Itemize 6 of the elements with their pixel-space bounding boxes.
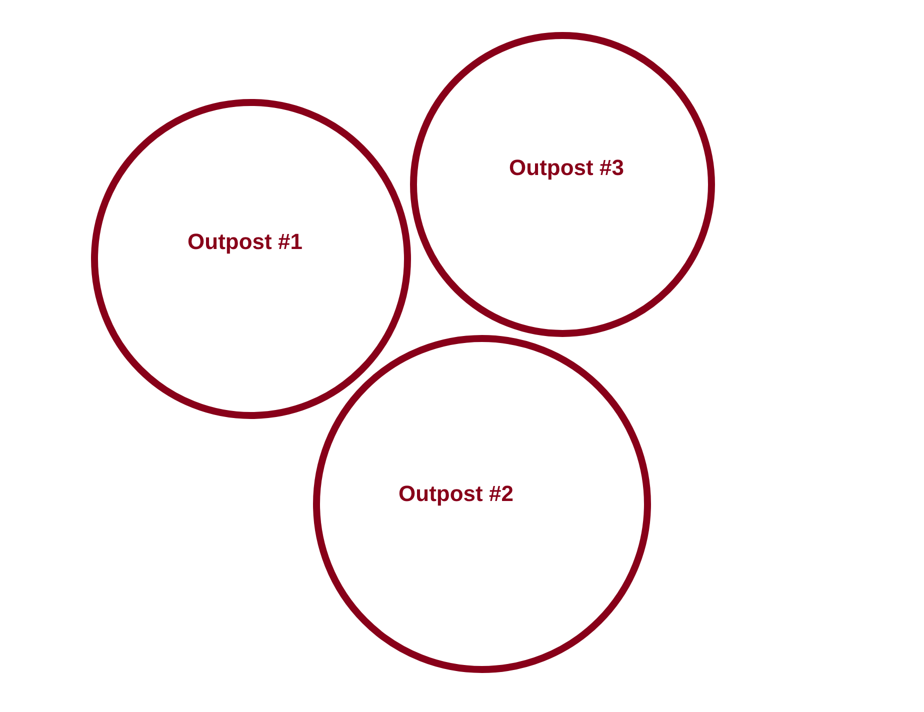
circle-label: Outpost #2	[398, 481, 514, 507]
circle-node	[91, 99, 411, 419]
circle-node	[410, 32, 715, 337]
circle-label: Outpost #1	[188, 229, 302, 255]
circle-node	[313, 335, 651, 673]
circle-label: Outpost #3	[509, 154, 624, 180]
